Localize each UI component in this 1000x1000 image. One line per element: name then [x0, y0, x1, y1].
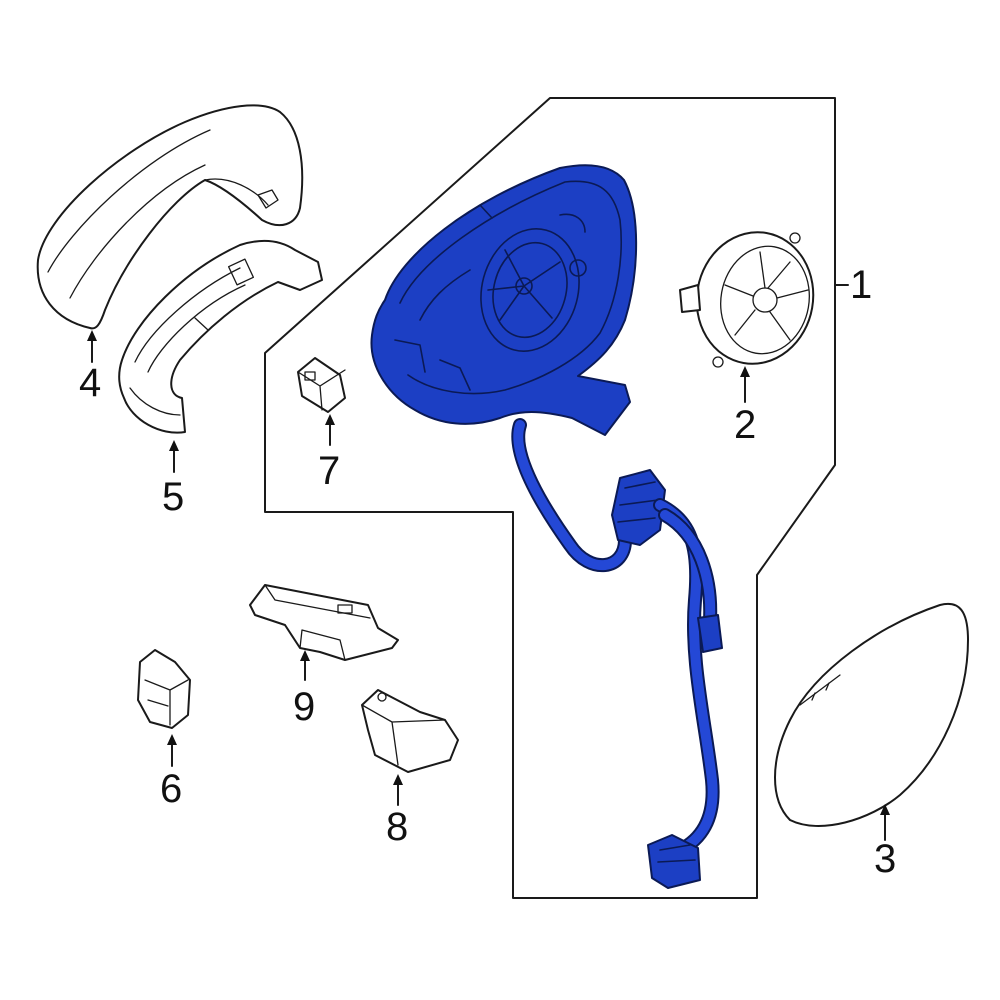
callout-2: 2 [734, 403, 756, 447]
callout-9: 9 [293, 685, 315, 729]
part-6-clip[interactable] [137, 649, 191, 729]
part-8-module[interactable] [361, 689, 459, 773]
leader-lines [87, 284, 890, 841]
assembly-outline [264, 97, 836, 899]
callout-5: 5 [162, 475, 184, 519]
callout-6: 6 [160, 767, 182, 811]
callout-7: 7 [318, 449, 340, 493]
part-3-mirror-glass[interactable] [774, 602, 969, 827]
part-2-actuator[interactable] [679, 223, 824, 373]
part-7-connector[interactable] [297, 357, 346, 413]
part-4-mirror-cover[interactable] [36, 104, 304, 330]
part-9-bracket[interactable] [249, 584, 399, 661]
part-1-wiring-harness[interactable] [511, 418, 723, 889]
callout-3: 3 [874, 837, 896, 881]
callout-1: 1 [850, 263, 872, 307]
part-1-mirror-assembly[interactable] [370, 164, 638, 436]
callout-8: 8 [386, 805, 408, 849]
callout-4: 4 [79, 361, 101, 405]
part-5-turn-signal[interactable] [118, 239, 323, 434]
